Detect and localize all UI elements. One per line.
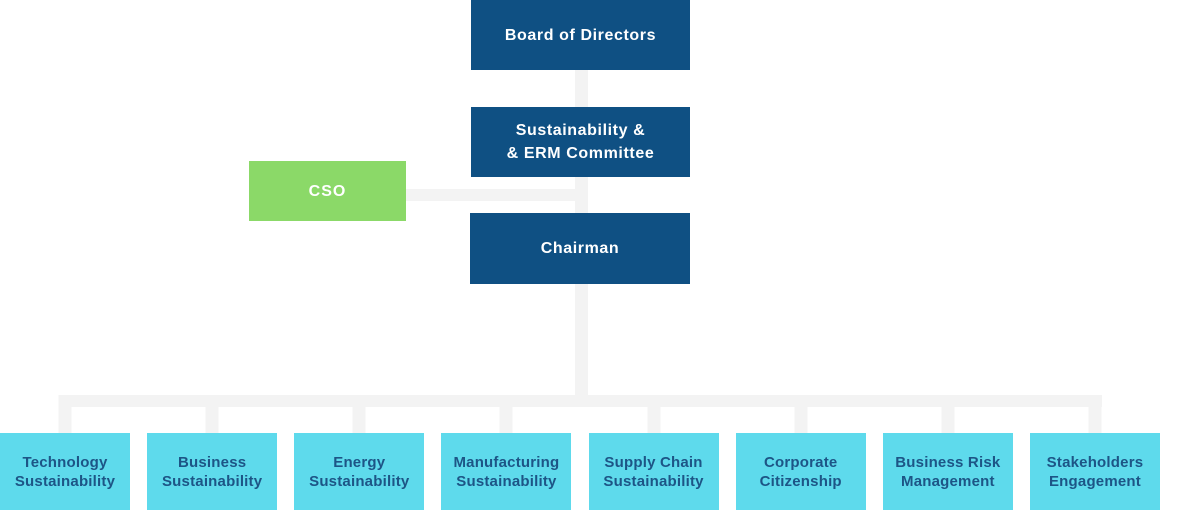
org-node-chairman: Chairman — [470, 213, 690, 284]
org-node-label: Business Sustainability — [162, 453, 262, 491]
org-node-label: Stakeholders Engagement — [1047, 453, 1144, 491]
org-node-label-line2: Sustainability — [161, 472, 263, 490]
org-node-label-line1: Supply Chain — [604, 453, 703, 471]
connector-departments-bus — [59, 395, 1102, 407]
org-node-label: Supply Chain Sustainability — [603, 453, 703, 491]
org-node-business-risk-management: Business Risk Management — [882, 433, 1013, 510]
org-node-label-line1: Manufacturing — [453, 453, 560, 471]
org-node-label-line1: Sustainability & — [515, 122, 646, 139]
org-node-label: Sustainability & & ERM Committee — [507, 119, 655, 165]
org-node-label-line2: Citizenship — [759, 472, 842, 490]
org-node-label-line1: Technology — [22, 453, 108, 471]
org-node-label: Energy Sustainability — [309, 453, 409, 491]
org-node-stakeholders-engagement: Stakeholders Engagement — [1029, 433, 1160, 510]
department-row: Technology Sustainability Business Susta… — [0, 433, 1160, 510]
org-node-technology-sustainability: Technology Sustainability — [0, 433, 130, 510]
org-node-label: Board of Directors — [504, 26, 657, 44]
org-node-label-line2: Sustainability — [456, 472, 557, 490]
org-node-energy-sustainability: Energy Sustainability — [294, 433, 425, 510]
org-node-label-line1: Business Risk — [895, 453, 1001, 471]
connector-cso-branch — [406, 189, 588, 201]
org-node-label: Corporate Citizenship — [760, 453, 842, 491]
org-node-corporate-citizenship: Corporate Citizenship — [735, 433, 866, 510]
connector-board-to-committee — [575, 70, 588, 107]
org-node-supply-chain-sustainability: Supply Chain Sustainability — [588, 433, 719, 510]
org-node-label-line1: Stakeholders — [1046, 453, 1144, 471]
org-node-label-line2: Sustainability — [603, 472, 704, 490]
org-node-label: CSO — [308, 182, 347, 200]
org-node-sustainability-erm-committee: Sustainability & & ERM Committee — [471, 107, 690, 177]
org-node-label-line2: Sustainability — [14, 472, 116, 490]
org-node-label-line2: Sustainability — [309, 472, 410, 490]
org-node-label: Technology Sustainability — [15, 453, 115, 491]
org-node-board-of-directors: Board of Directors — [471, 0, 690, 70]
org-node-label-line2: Management — [901, 472, 995, 490]
org-node-label: Business Risk Management — [895, 453, 1000, 491]
org-node-label-line1: Corporate — [763, 453, 838, 471]
connector-chairman-to-departments — [575, 284, 588, 395]
org-node-label-line1: Energy — [333, 453, 386, 471]
org-node-label-line2: Engagement — [1048, 472, 1141, 490]
org-node-business-sustainability: Business Sustainability — [147, 433, 278, 510]
org-node-manufacturing-sustainability: Manufacturing Sustainability — [441, 433, 572, 510]
org-node-label-line2: & ERM Committee — [506, 145, 655, 162]
org-node-label-line1: Business — [177, 453, 247, 471]
org-node-label: Manufacturing Sustainability — [453, 453, 559, 491]
org-node-label: Chairman — [540, 240, 620, 257]
org-node-cso: CSO — [249, 161, 406, 221]
